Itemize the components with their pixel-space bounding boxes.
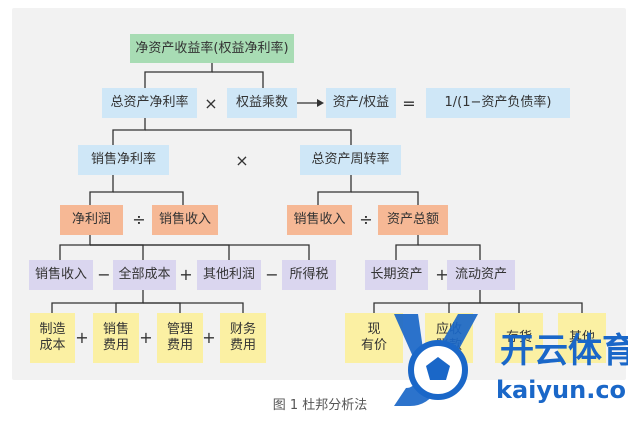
plus-operator: + <box>139 328 153 347</box>
equals-operator: = <box>402 94 416 113</box>
multiply-operator: × <box>204 94 218 113</box>
debt-ratio-formula-node: 1/(1−资产负债率) <box>426 88 570 118</box>
asset-turnover-node: 总资产周转率 <box>300 145 401 175</box>
assets-over-equity-node: 资产/权益 <box>326 88 396 118</box>
multiply-operator: × <box>235 151 249 170</box>
plus-operator: + <box>179 265 193 284</box>
roe-node: 净资产收益率(权益净利率) <box>130 34 294 63</box>
financial-expense-node: 财务 费用 <box>220 313 266 363</box>
current-assets-node: 流动资产 <box>447 260 515 290</box>
income-tax-node: 所得税 <box>282 260 336 290</box>
net-profit-node: 净利润 <box>60 205 123 235</box>
total-cost-node: 全部成本 <box>113 260 176 290</box>
minus-operator: − <box>97 265 111 284</box>
sales-revenue-node: 销售收入 <box>287 205 352 235</box>
sales-revenue-node: 销售收入 <box>152 205 218 235</box>
figure-caption: 图 1 杜邦分析法 <box>272 398 368 413</box>
divide-operator: ÷ <box>359 210 373 229</box>
plus-operator: + <box>75 328 89 347</box>
minus-operator: − <box>265 265 279 284</box>
logo-brand-cn: 开云体育 <box>500 331 628 371</box>
equity-multiplier-node: 权益乘数 <box>227 88 297 118</box>
total-assets-node: 资产总额 <box>378 205 448 235</box>
manufacturing-cost-node: 制造 成本 <box>30 313 75 363</box>
admin-expense-node: 管理 费用 <box>157 313 203 363</box>
plus-operator: + <box>202 328 216 347</box>
inventory-node: 存货 <box>495 313 543 363</box>
long-term-assets-node: 长期资产 <box>365 260 428 290</box>
logo-brand-en: kaiyun.com <box>496 376 628 404</box>
roa-node: 总资产净利率 <box>102 88 197 118</box>
kaiyun-logo: 开云体育 kaiyun.com <box>394 314 628 406</box>
divide-operator: ÷ <box>132 210 146 229</box>
cash-securities-node: 现 有价 <box>345 313 403 363</box>
other-profit-node: 其他利润 <box>197 260 261 290</box>
other-assets-node: 其他 <box>558 313 606 363</box>
plus-operator: + <box>435 265 449 284</box>
net-profit-margin-node: 销售净利率 <box>78 145 169 175</box>
sales-revenue-node: 销售收入 <box>29 260 93 290</box>
selling-expense-node: 销售 费用 <box>93 313 139 363</box>
